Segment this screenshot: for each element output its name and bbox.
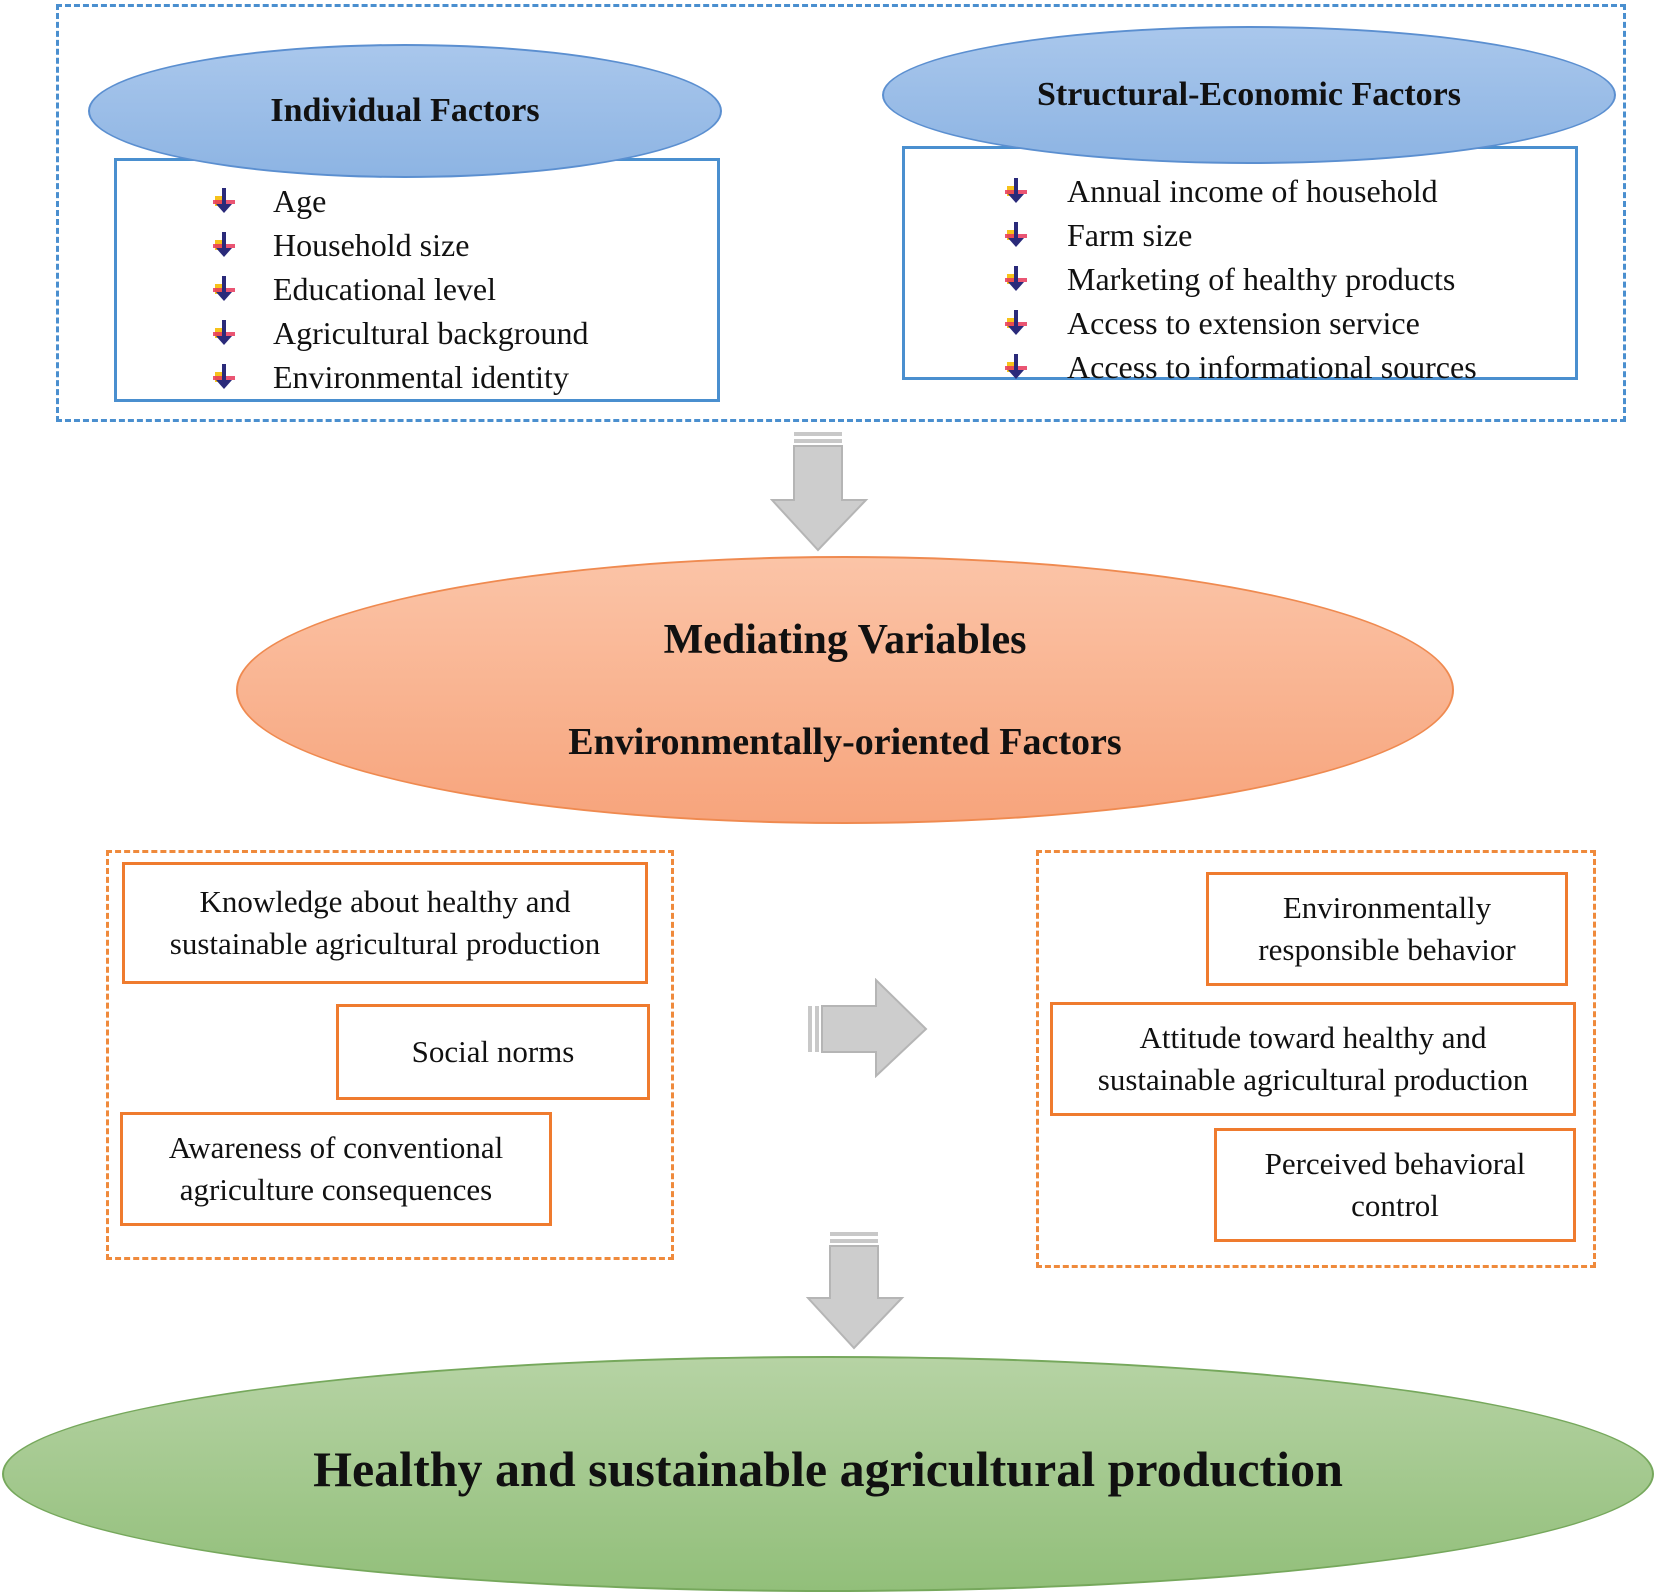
awareness-box: Awareness of conventional agriculture co… — [120, 1112, 552, 1226]
bullet-icon — [209, 230, 239, 260]
list-item: Marketing of healthy products — [1001, 257, 1477, 301]
item-label: Educational level — [273, 270, 497, 307]
list-item: Farm size — [1001, 213, 1477, 257]
bullet-icon — [1001, 264, 1031, 294]
perceived-control-box: Perceived behavioral control — [1214, 1128, 1576, 1242]
left-factors-group — [106, 850, 674, 1260]
knowledge-box: Knowledge about healthy and sustainable … — [122, 862, 648, 984]
list-item: Access to informational sources — [1001, 345, 1477, 389]
individual-factors-list: Age Household size Educational level Agr… — [209, 179, 588, 399]
right-arrow-icon — [808, 978, 928, 1078]
awareness-label: Awareness of conventional agriculture co… — [168, 1130, 504, 1207]
environmental-factors-subtitle: Environmentally-oriented Factors — [568, 721, 1122, 763]
down-arrow-icon — [806, 1232, 905, 1350]
item-label: Farm size — [1067, 216, 1193, 253]
perceived-control-label: Perceived behavioral control — [1264, 1146, 1526, 1223]
list-item: Educational level — [209, 267, 588, 311]
bullet-icon — [209, 318, 239, 348]
environmental-behavior-box: Environmentally responsible behavior — [1206, 872, 1568, 986]
bullet-icon — [1001, 220, 1031, 250]
item-label: Access to informational sources — [1067, 348, 1477, 385]
down-arrow-icon — [770, 432, 869, 552]
bullet-icon — [1001, 308, 1031, 338]
bullet-icon — [1001, 352, 1031, 382]
bullet-icon — [1001, 176, 1031, 206]
item-label: Environmental identity — [273, 358, 569, 395]
list-item: Environmental identity — [209, 355, 588, 399]
list-item: Age — [209, 179, 588, 223]
individual-factors-ellipse: Individual Factors — [88, 44, 722, 178]
individual-factors-box: Age Household size Educational level Agr… — [114, 158, 720, 402]
social-norms-label: Social norms — [411, 1034, 575, 1069]
outcome-title: Healthy and sustainable agricultural pro… — [313, 1441, 1343, 1497]
structural-factors-box: Annual income of household Farm size Mar… — [902, 146, 1578, 385]
outcome-ellipse: Healthy and sustainable agricultural pro… — [2, 1356, 1654, 1592]
attitude-label: Attitude toward healthy and sustainable … — [1097, 1020, 1529, 1097]
mediating-variables-ellipse: Mediating Variables Environmentally-orie… — [236, 556, 1454, 824]
antecedents-container — [56, 4, 1626, 422]
item-label: Marketing of healthy products — [1067, 260, 1456, 297]
item-label: Annual income of household — [1067, 172, 1438, 209]
item-label: Access to extension service — [1067, 304, 1420, 341]
item-label: Household size — [273, 226, 470, 263]
attitude-box: Attitude toward healthy and sustainable … — [1050, 1002, 1576, 1116]
bullet-icon — [209, 186, 239, 216]
list-item: Access to extension service — [1001, 301, 1477, 345]
item-label: Agricultural background — [273, 314, 589, 351]
bullet-icon — [209, 274, 239, 304]
knowledge-label: Knowledge about healthy and sustainable … — [169, 884, 601, 961]
individual-factors-title: Individual Factors — [270, 92, 540, 129]
list-item: Agricultural background — [209, 311, 588, 355]
structural-factors-list: Annual income of household Farm size Mar… — [1001, 169, 1477, 389]
mediating-variables-title: Mediating Variables — [663, 617, 1027, 663]
environmental-behavior-label: Environmentally responsible behavior — [1258, 890, 1516, 967]
item-label: Age — [273, 182, 327, 219]
social-norms-box: Social norms — [336, 1004, 650, 1100]
bullet-icon — [209, 362, 239, 392]
list-item: Household size — [209, 223, 588, 267]
structural-factors-ellipse: Structural-Economic Factors — [882, 26, 1616, 164]
structural-factors-title: Structural-Economic Factors — [1037, 76, 1461, 113]
right-factors-group — [1036, 850, 1596, 1268]
list-item: Annual income of household — [1001, 169, 1477, 213]
